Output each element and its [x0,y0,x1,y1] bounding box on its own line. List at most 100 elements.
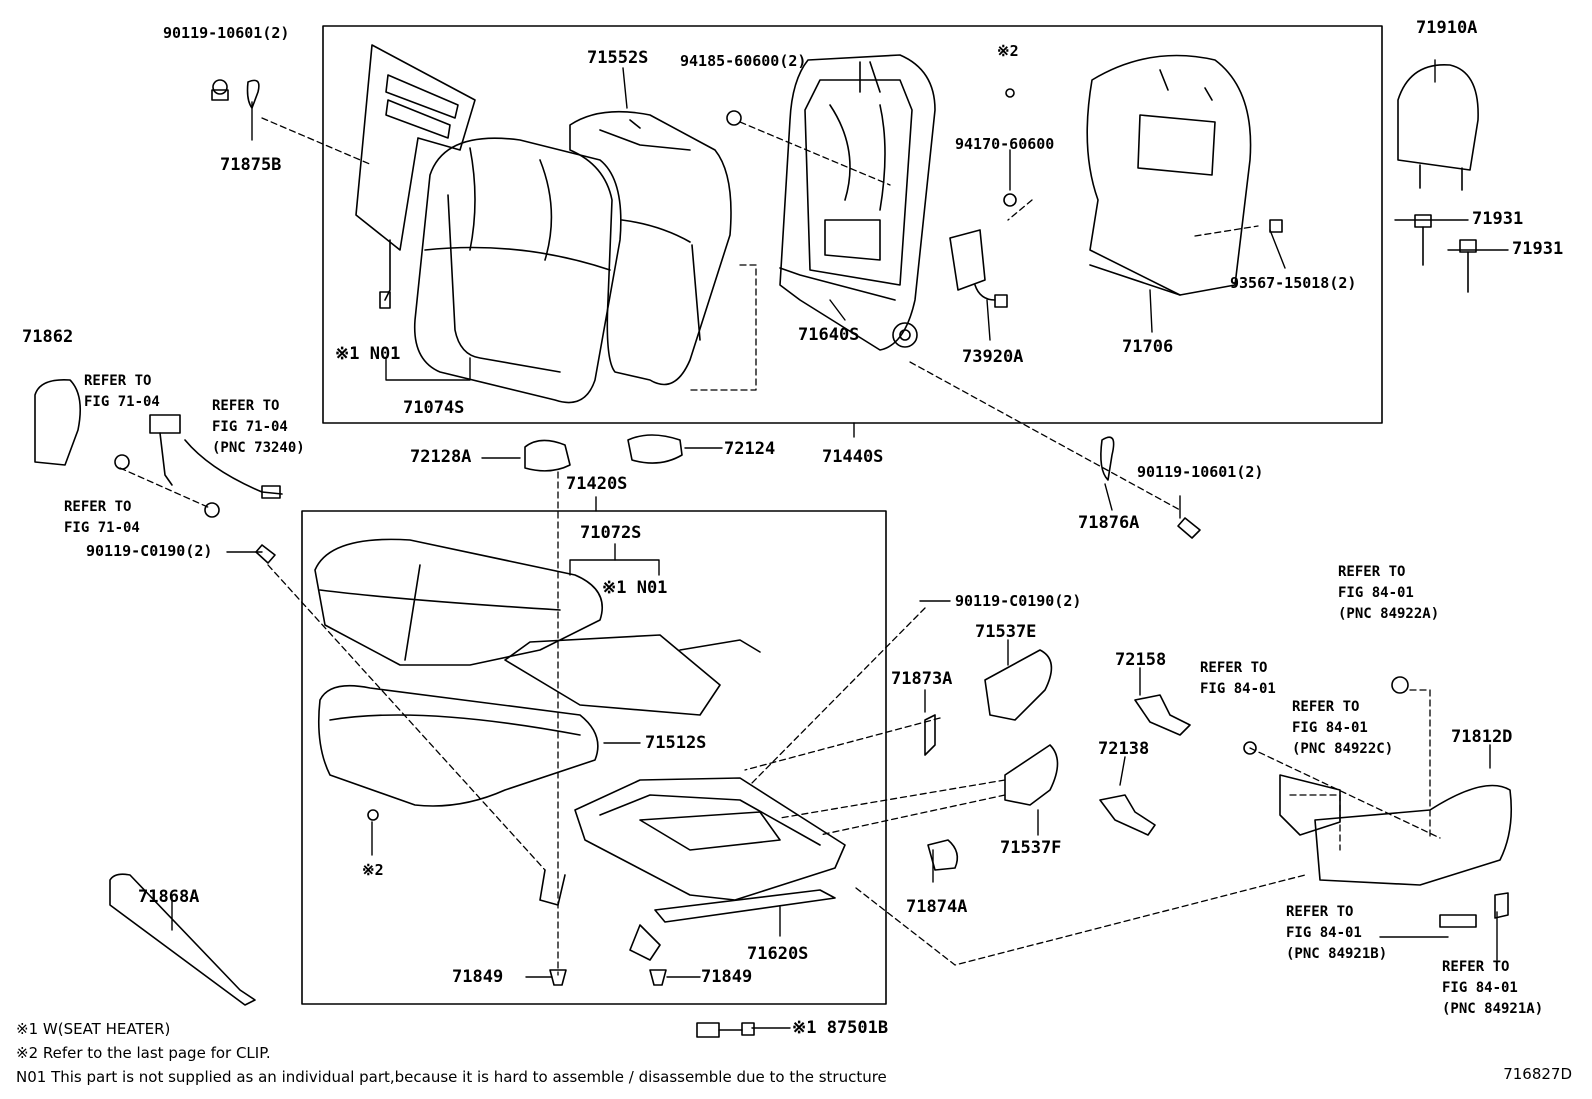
part-71420s[interactable]: 71420S [566,474,628,494]
part-71812d[interactable]: 71812D [1451,727,1513,747]
footnote-1: ※1 W(SEAT HEATER) [16,1020,171,1038]
refer-fig84-d[interactable]: REFER TO FIG 84-01 (PNC 84921B) [1286,902,1387,965]
part-71537e[interactable]: 71537E [975,622,1037,642]
part-94185-60600[interactable]: 94185-60600(2) [680,52,807,70]
trim-cover-71862 [34,378,81,466]
refer-line: FIG 84-01 [1292,720,1368,736]
part-71537f[interactable]: 71537F [1000,838,1062,858]
refer-line: FIG 71-04 [84,394,160,410]
figure-number: 716827D [1503,1065,1572,1083]
bracket-71874a [927,839,959,871]
part-90119-10601-mid[interactable]: 90119-10601(2) [1137,463,1264,481]
part-71868a[interactable]: 71868A [138,887,200,907]
refer-line: REFER TO [1200,660,1268,676]
connector-87501b [696,1022,755,1038]
refer-fig84-e[interactable]: REFER TO FIG 84-01 (PNC 84921A) [1442,957,1543,1020]
refer-fig84-c[interactable]: REFER TO FIG 84-01 (PNC 84922C) [1292,697,1393,760]
headrest-supports [1414,214,1477,293]
refer-line: (PNC 73240) [212,440,305,456]
footnote-n01: N01 This part is not supplied as an indi… [16,1068,887,1086]
refer-line: (PNC 84921B) [1286,946,1388,962]
part-71873a[interactable]: 71873A [891,669,953,689]
part-87501b[interactable]: ※1 87501B [792,1018,889,1038]
seatback-board [1086,54,1252,296]
refer-line: FIG 71-04 [212,419,288,435]
part-71876a[interactable]: 71876A [1078,513,1140,533]
note-n01-bottom: ※1 N01 [602,578,668,598]
part-71440s[interactable]: 71440S [822,447,884,467]
seatback-frame [779,54,936,351]
cover-72124 [627,434,683,464]
seatback-cover [413,137,622,404]
part-71875b[interactable]: 71875B [220,155,282,175]
part-72138[interactable]: 72138 [1098,739,1150,759]
refer-line: (PNC 84922A) [1338,606,1440,622]
part-71706[interactable]: 71706 [1122,337,1174,357]
side-trim-71868a [109,873,256,1006]
cushion-heater [504,634,761,716]
refer-line: REFER TO [1292,699,1360,715]
refer-fig71-a[interactable]: REFER TO FIG 71-04 [84,371,160,413]
part-90119-c0190-right[interactable]: 90119-C0190(2) [955,592,1082,610]
part-94170-60600[interactable]: 94170-60600 [955,135,1055,153]
lever-72138 [1099,794,1156,836]
note-2-top: ※2 [997,42,1019,60]
refer-line: REFER TO [1286,904,1354,920]
cover-71537e [984,649,1053,721]
refer-line: REFER TO [64,499,132,515]
bolt-90119-c0190-left [255,544,276,564]
clips-71849 [549,969,667,986]
headrest [1397,64,1479,191]
refer-line: REFER TO [212,398,280,414]
part-93567-15018[interactable]: 93567-15018(2) [1230,274,1357,292]
part-71074s[interactable]: 71074S [403,398,465,418]
bolt-refer-a [114,454,130,470]
seatback-pad [569,110,732,386]
lever-72158 [1134,694,1191,736]
seat-frame [539,777,846,961]
refer-line: (PNC 84921A) [1442,1001,1544,1017]
footnote-2: ※2 Refer to the last page for CLIP. [16,1044,271,1062]
part-71910a[interactable]: 71910A [1416,18,1478,38]
seat-cushion-assembly-box [301,510,887,1005]
seat-belt-buckle [149,414,283,499]
bolt-90119 [1177,517,1201,539]
seatback-assembly-box [322,25,1383,424]
part-73920a[interactable]: 73920A [962,347,1024,367]
part-72128a[interactable]: 72128A [410,447,472,467]
part-71552s[interactable]: 71552S [587,48,649,68]
cover-71537f [1004,744,1059,806]
part-72158[interactable]: 72158 [1115,650,1167,670]
refer-fig71-c[interactable]: REFER TO FIG 71-04 [64,497,140,539]
part-71931-b[interactable]: 71931 [1512,239,1564,259]
part-71512s[interactable]: 71512S [645,733,707,753]
refer-fig84-a[interactable]: REFER TO FIG 84-01 (PNC 84922A) [1338,562,1439,625]
refer-fig71-b[interactable]: REFER TO FIG 71-04 (PNC 73240) [212,396,305,459]
part-90119-c0190-left[interactable]: 90119-C0190(2) [86,542,213,560]
refer-line: FIG 84-01 [1442,980,1518,996]
refer-line: FIG 84-01 [1338,585,1414,601]
part-71620s[interactable]: 71620S [747,944,809,964]
part-72124[interactable]: 72124 [724,439,776,459]
refer-line: FIG 71-04 [64,520,140,536]
note-2-bottom: ※2 [362,861,384,879]
part-90119-10601-top[interactable]: 90119-10601(2) [163,24,290,42]
cover-72128a [524,439,571,472]
fasteners-top [211,79,1283,233]
part-71072s[interactable]: 71072S [580,523,642,543]
side-airbag [949,229,1008,308]
refer-line: FIG 84-01 [1200,681,1276,697]
refer-fig84-b[interactable]: REFER TO FIG 84-01 [1200,658,1276,700]
part-71874a[interactable]: 71874A [906,897,968,917]
part-71640s[interactable]: 71640S [798,325,860,345]
hinge-cover [1100,436,1115,481]
bracket-71873a [924,714,936,756]
refer-line: REFER TO [1338,564,1406,580]
part-71849-b[interactable]: 71849 [701,967,753,987]
part-71931-a[interactable]: 71931 [1472,209,1524,229]
part-71849-a[interactable]: 71849 [452,967,504,987]
part-71862[interactable]: 71862 [22,327,74,347]
note-n01-top: ※1 N01 [335,344,401,364]
leader-lines [171,59,1509,1029]
